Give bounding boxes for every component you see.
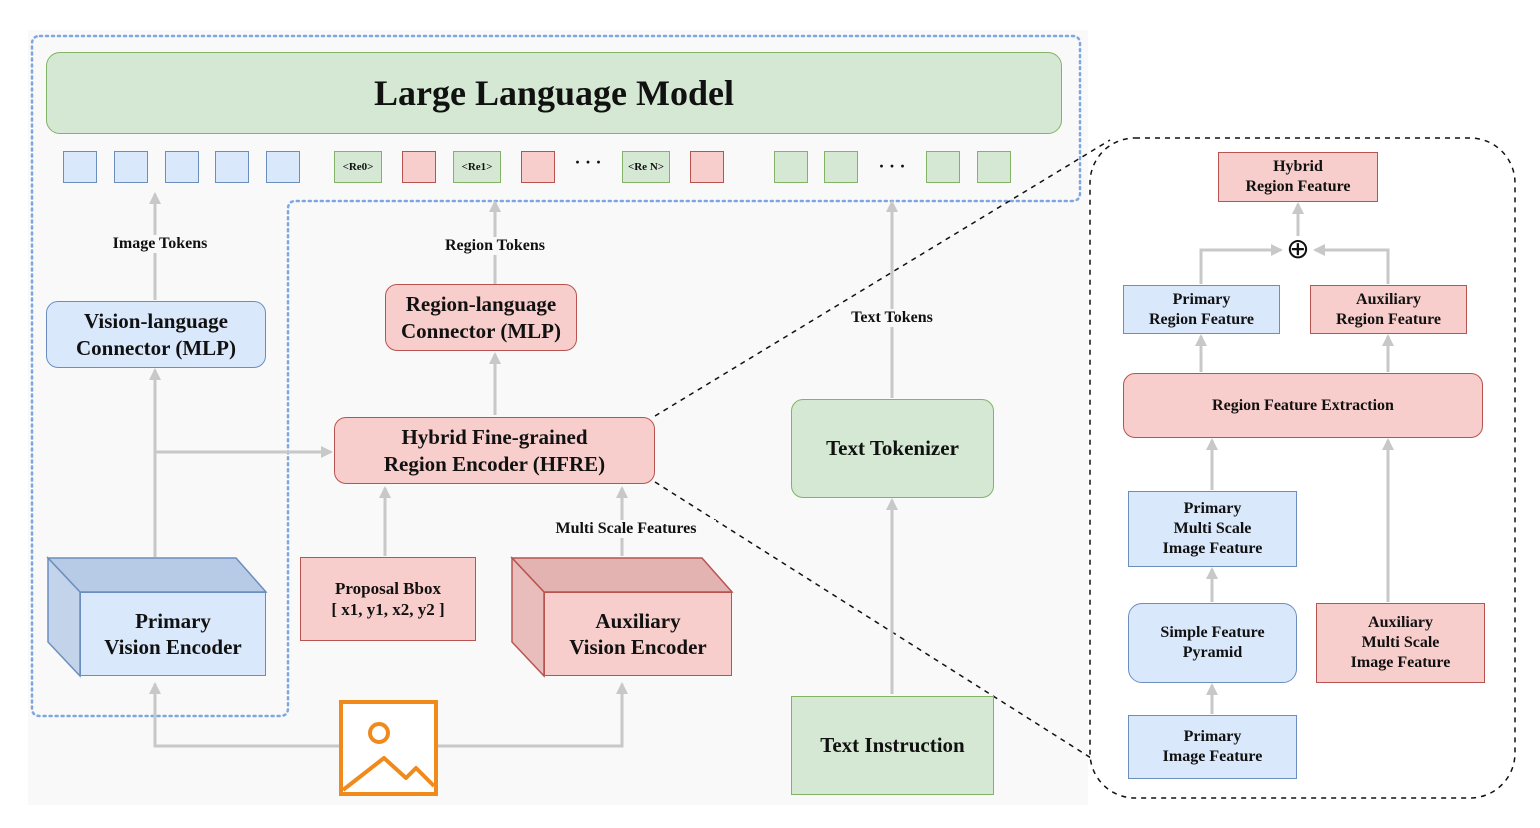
- simple-feature-pyramid-block: Simple Feature Pyramid: [1128, 603, 1297, 683]
- primary-multi-scale-line1: Primary: [1183, 500, 1242, 517]
- image-token: [266, 151, 300, 183]
- primary-encoder-3d: [46, 556, 268, 678]
- auxiliary-region-feature-line1: Auxiliary: [1356, 290, 1421, 308]
- region-token-ellipsis: · · ·: [574, 152, 602, 172]
- region-special-token: <Re N>: [622, 151, 670, 183]
- image-token: [114, 151, 148, 183]
- vision-language-connector-line2: Connector (MLP): [76, 335, 236, 360]
- primary-region-feature-line2: Region Feature: [1148, 310, 1254, 328]
- auxiliary-vision-encoder-line1: Auxiliary: [595, 608, 681, 633]
- image-token: [215, 151, 249, 183]
- primary-vision-encoder-line1: Primary: [135, 608, 211, 633]
- region-special-token: <Re1>: [453, 151, 501, 183]
- image-token: [63, 151, 97, 183]
- region-token-label: <Re1>: [461, 161, 493, 173]
- primary-vision-encoder-block: Primary Vision Encoder: [80, 592, 266, 676]
- llm-dotted-frame: [30, 34, 1082, 718]
- primary-multi-scale-image-feature-block: Primary Multi Scale Image Feature: [1128, 491, 1297, 567]
- proposal-bbox-line2: [ x1, y1, x2, y2 ]: [331, 600, 445, 619]
- image-icon: [339, 700, 438, 796]
- auxiliary-multi-scale-line1: Auxiliary: [1368, 614, 1433, 631]
- multi-scale-features-label: Multi Scale Features: [536, 520, 716, 538]
- primary-region-feature-line1: Primary: [1172, 290, 1231, 308]
- text-instruction-label: Text Instruction: [820, 733, 965, 757]
- text-token: [926, 151, 960, 183]
- hybrid-region-feature-line2: Region Feature: [1245, 178, 1351, 195]
- zoom-line-top: [654, 139, 1111, 417]
- text-token: [977, 151, 1011, 183]
- region-special-token: <Re0>: [334, 151, 382, 183]
- region-feature-extraction-block: Region Feature Extraction: [1123, 373, 1483, 438]
- text-token-ellipsis: · · ·: [878, 156, 906, 176]
- text-tokens-label: Text Tokens: [836, 309, 948, 327]
- region-language-connector-line2: Connector (MLP): [401, 318, 561, 343]
- proposal-bbox-line1: Proposal Bbox: [335, 578, 441, 598]
- auxiliary-region-feature-line2: Region Feature: [1335, 310, 1441, 328]
- primary-image-feature-block: Primary Image Feature: [1128, 715, 1297, 779]
- vision-language-connector-line1: Vision-language: [84, 309, 228, 334]
- detail-arrows: [1195, 202, 1394, 714]
- region-token: [690, 151, 724, 183]
- auxiliary-region-feature-block: Auxiliary Region Feature: [1310, 285, 1467, 334]
- auxiliary-multi-scale-image-feature-block: Auxiliary Multi Scale Image Feature: [1316, 603, 1485, 683]
- primary-image-feature-line2: Image Feature: [1162, 748, 1263, 765]
- text-tokenizer-label: Text Tokenizer: [826, 436, 959, 460]
- simple-feature-pyramid-line1: Simple Feature: [1160, 624, 1265, 641]
- plus-icon: ⊕: [1286, 232, 1310, 265]
- region-token: [521, 151, 555, 183]
- image-token: [165, 151, 199, 183]
- simple-feature-pyramid-line2: Pyramid: [1182, 644, 1243, 661]
- region-tokens-label: Region Tokens: [430, 237, 560, 255]
- primary-multi-scale-line2: Multi Scale: [1173, 520, 1252, 537]
- text-instruction-block: Text Instruction: [791, 696, 994, 795]
- region-token-label: <Re N>: [627, 161, 665, 173]
- primary-image-feature-line1: Primary: [1183, 728, 1242, 745]
- text-token: [824, 151, 858, 183]
- hybrid-region-feature-block: Hybrid Region Feature: [1218, 152, 1378, 202]
- large-language-model-block: Large Language Model: [46, 52, 1062, 134]
- proposal-bbox-block: Proposal Bbox [ x1, y1, x2, y2 ]: [300, 557, 476, 641]
- hfre-line2: Region Encoder (HFRE): [383, 451, 606, 476]
- primary-region-feature-block: Primary Region Feature: [1123, 285, 1280, 334]
- region-language-connector-line1: Region-language: [405, 292, 557, 317]
- hybrid-region-feature-line1: Hybrid: [1273, 158, 1323, 175]
- primary-vision-encoder-line2: Vision Encoder: [104, 635, 242, 659]
- image-tokens-label: Image Tokens: [95, 235, 225, 253]
- hfre-line1: Hybrid Fine-grained: [401, 425, 588, 450]
- region-language-connector-block: Region-language Connector (MLP): [385, 284, 577, 351]
- auxiliary-encoder-3d: [510, 556, 734, 678]
- auxiliary-vision-encoder-block: Auxiliary Vision Encoder: [544, 592, 732, 676]
- text-tokenizer-block: Text Tokenizer: [791, 399, 994, 498]
- auxiliary-multi-scale-line3: Image Feature: [1350, 654, 1451, 671]
- llm-title: Large Language Model: [374, 73, 734, 113]
- region-token: [402, 151, 436, 183]
- hfre-block: Hybrid Fine-grained Region Encoder (HFRE…: [334, 417, 655, 484]
- vision-language-connector-block: Vision-language Connector (MLP): [46, 301, 266, 368]
- primary-multi-scale-line3: Image Feature: [1162, 540, 1263, 557]
- auxiliary-multi-scale-line2: Multi Scale: [1361, 634, 1440, 651]
- region-token-label: <Re0>: [342, 161, 374, 173]
- auxiliary-vision-encoder-line2: Vision Encoder: [569, 635, 707, 659]
- region-feature-extraction-label: Region Feature Extraction: [1212, 396, 1394, 414]
- text-token: [774, 151, 808, 183]
